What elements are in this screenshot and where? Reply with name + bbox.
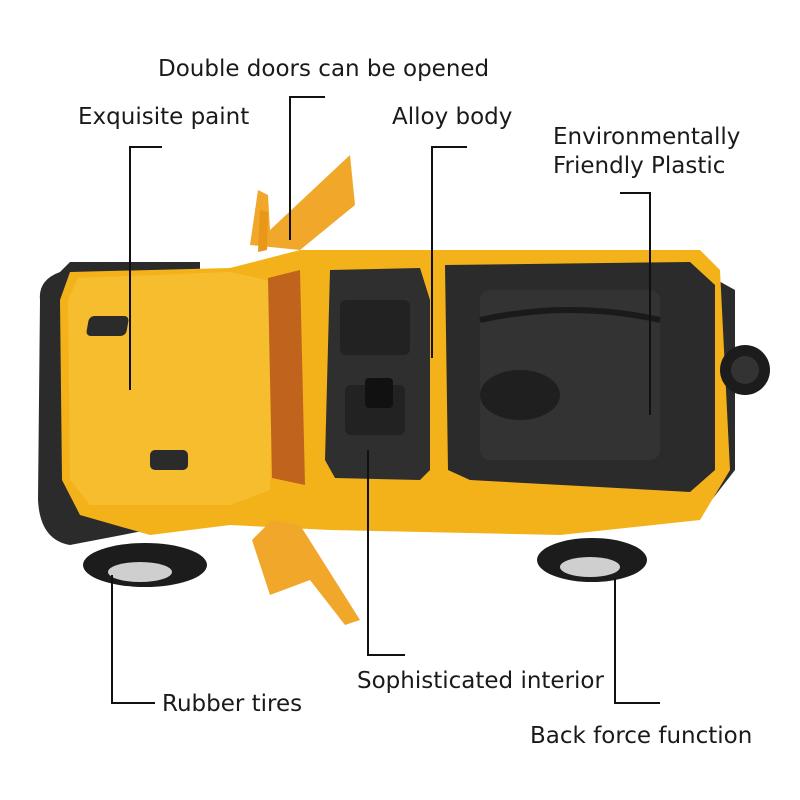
rubber-tire-front bbox=[83, 543, 207, 587]
callout-sophisticated-interior: Sophisticated interior bbox=[357, 668, 604, 694]
callout-alloy-body: Alloy body bbox=[392, 104, 513, 130]
hood-vent-top bbox=[86, 316, 129, 336]
callout-rubber-tires: Rubber tires bbox=[162, 691, 303, 717]
callout-double-doors: Double doors can be opened bbox=[158, 56, 490, 82]
callout-back-force-function: Back force function bbox=[530, 723, 753, 749]
hood-vent-bottom bbox=[150, 450, 188, 470]
hood bbox=[68, 272, 275, 505]
leader-lines bbox=[111, 96, 660, 704]
callout-eco-plastic-line1: Environmentally bbox=[553, 124, 741, 150]
open-door-top bbox=[250, 155, 355, 250]
interior-cab bbox=[325, 268, 430, 480]
callout-exquisite-paint: Exquisite paint bbox=[78, 104, 250, 130]
callout-eco-plastic-line2: Friendly Plastic bbox=[553, 153, 726, 179]
rubber-tire-rear bbox=[537, 538, 647, 582]
windshield bbox=[268, 270, 305, 485]
open-door-bottom bbox=[252, 520, 360, 625]
